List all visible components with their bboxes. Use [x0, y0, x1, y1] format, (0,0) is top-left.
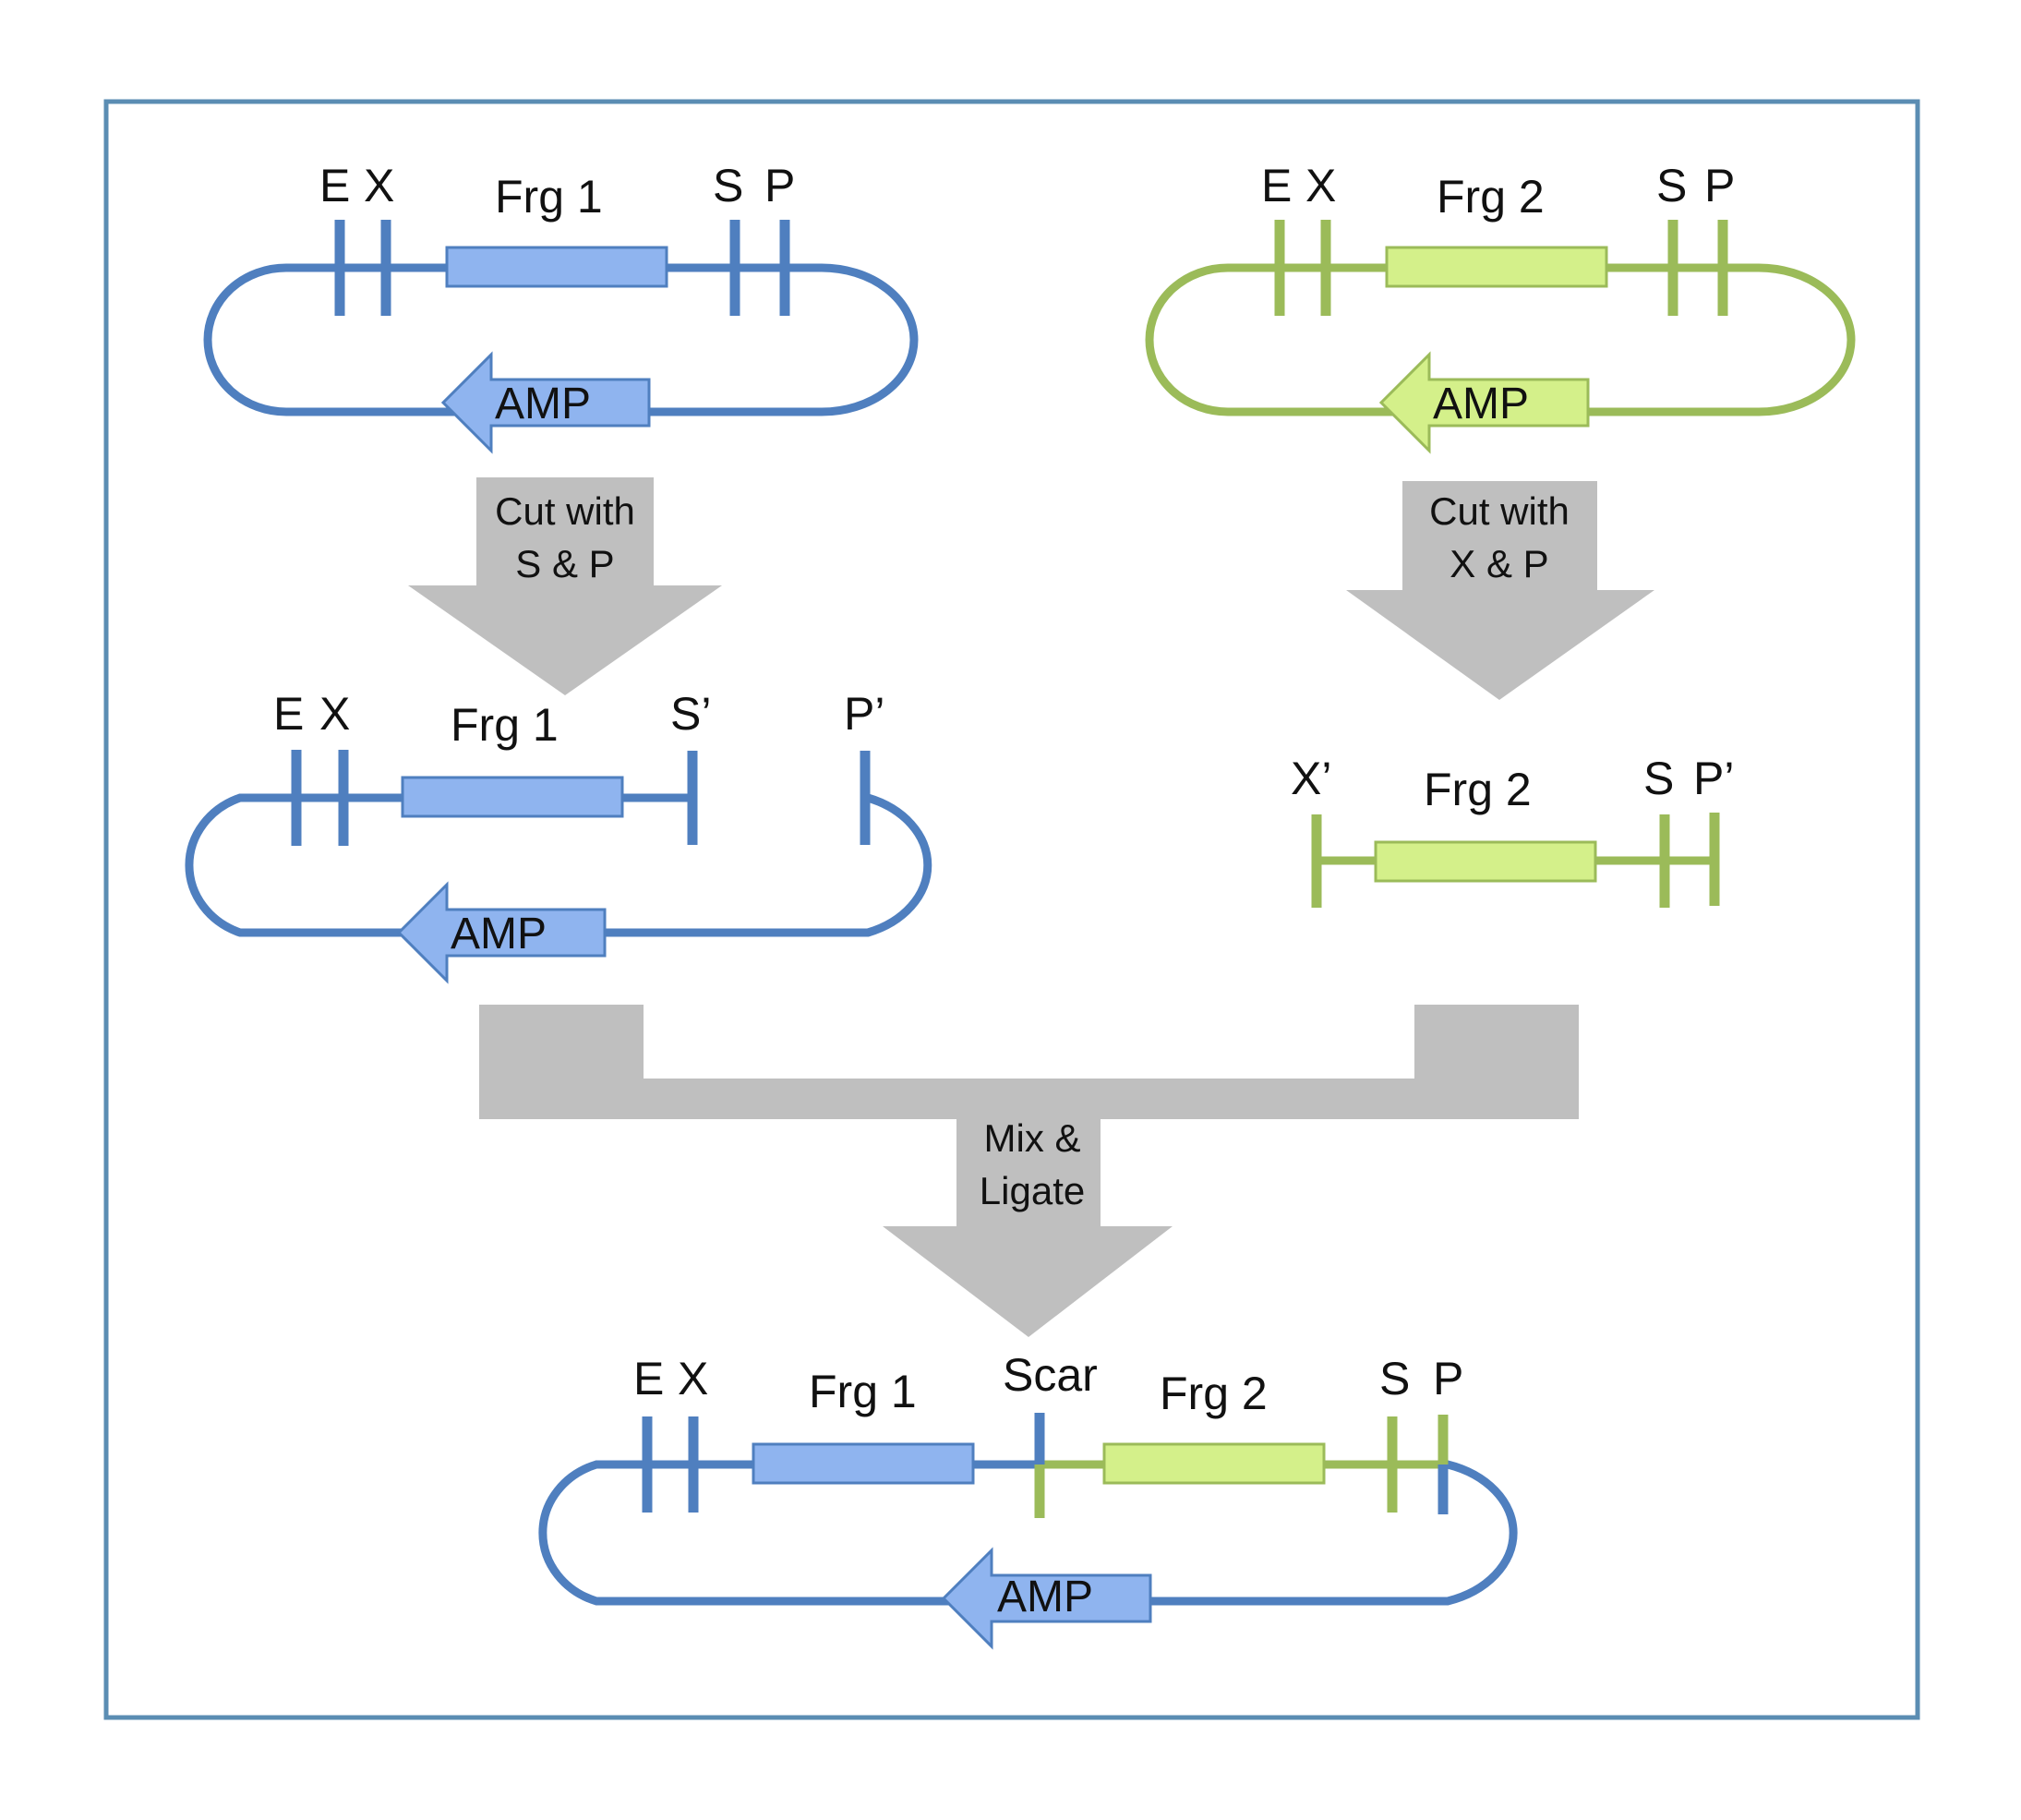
cut-plasmid-1: E X Frg 1 S’ P’ AMP — [185, 688, 932, 984]
fragment-2-bar — [1385, 246, 1608, 288]
plasmid-2: E X Frg 2 S P AMP — [1145, 160, 1856, 454]
scar-label: Scar — [1003, 1349, 1098, 1401]
fragment-label: Frg 1 — [495, 171, 603, 223]
fragment-label: Frg 2 — [1424, 764, 1532, 815]
amp-arrow — [396, 881, 607, 984]
plasmid-1-backbone — [203, 263, 919, 416]
fragment-2-label: Frg 2 — [1160, 1368, 1268, 1419]
fragment-2-bar — [1374, 840, 1597, 883]
site-x-label: X — [364, 160, 394, 211]
ligated-plasmid: E X Frg 1 Scar Frg 2 S P AMP — [538, 1349, 1518, 1650]
step-3-line-2: Ligate — [980, 1169, 1085, 1212]
step-1-line-1: Cut with — [495, 489, 635, 533]
site-x-prime-label: X’ — [1291, 753, 1331, 804]
merge-connector — [479, 1005, 1579, 1337]
fragment-1-label: Frg 1 — [809, 1366, 917, 1417]
step-3-line-1: Mix & — [984, 1116, 1081, 1160]
fragment-2-bar — [1102, 1442, 1326, 1485]
fragment-label: Frg 1 — [451, 699, 559, 751]
site-s-prime-label: S’ — [670, 688, 711, 740]
step-arrow-1: Cut with S & P — [408, 477, 722, 695]
site-s-label: S — [1643, 753, 1674, 804]
site-x-label: X — [319, 688, 350, 740]
site-p-label: P — [1433, 1353, 1463, 1404]
amp-arrow — [440, 351, 651, 454]
cut-fragment-2: X’ Frg 2 S P’ — [1291, 753, 1734, 908]
site-p-label: P — [1704, 160, 1735, 211]
site-p-label: P — [764, 160, 795, 211]
site-x-label: X — [678, 1353, 708, 1404]
amp-label: AMP — [997, 1573, 1093, 1621]
amp-label: AMP — [1433, 380, 1529, 428]
cut-arrow-shape — [408, 477, 722, 695]
site-s-label: S — [713, 160, 743, 211]
site-e-label: E — [633, 1353, 664, 1404]
site-p-prime-label: P’ — [1693, 753, 1734, 804]
cut-arrow-shape — [1346, 481, 1654, 700]
site-s-label: S — [1379, 1353, 1410, 1404]
amp-arrow — [1378, 351, 1590, 454]
amp-label: AMP — [451, 910, 547, 958]
site-s-label: S — [1656, 160, 1687, 211]
amp-arrow — [941, 1547, 1152, 1650]
step-1-line-2: S & P — [515, 542, 614, 585]
step-2-line-2: X & P — [1450, 542, 1548, 585]
site-x-label: X — [1305, 160, 1336, 211]
cut-backbone — [185, 793, 932, 937]
site-e-label: E — [273, 688, 304, 740]
site-p-prime-label: P’ — [844, 688, 884, 740]
site-e-label: E — [1261, 160, 1292, 211]
fragment-1-bar — [401, 776, 624, 818]
amp-label: AMP — [495, 380, 591, 428]
step-arrow-2: Cut with X & P — [1346, 481, 1654, 700]
fragment-label: Frg 2 — [1437, 171, 1545, 223]
plasmid-2-backbone — [1145, 263, 1856, 416]
fragment-1-bar — [752, 1442, 975, 1485]
mix-ligate-arrow: Mix & Ligate — [479, 1005, 1579, 1337]
plasmid-1: E X Frg 1 S P AMP — [203, 160, 919, 454]
site-e-label: E — [319, 160, 350, 211]
step-2-line-1: Cut with — [1429, 489, 1570, 533]
fragment-1-bar — [445, 246, 668, 288]
result-backbone-left — [538, 1460, 1518, 1606]
diagram-frame — [103, 99, 1920, 1720]
